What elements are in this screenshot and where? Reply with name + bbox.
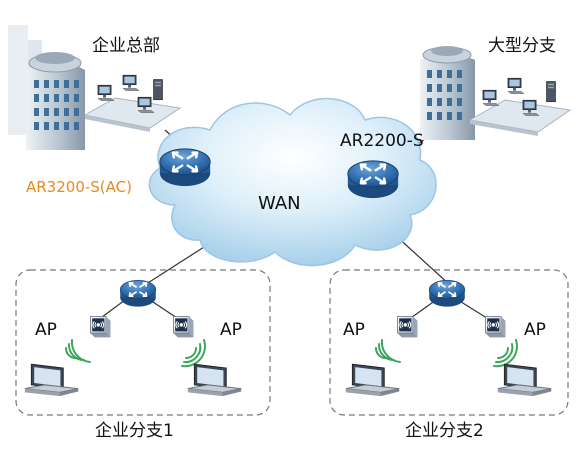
link-wan-branch2: [394, 234, 451, 286]
link-b2-ap-right: [457, 299, 491, 321]
branch1-boundary: [15, 269, 271, 416]
large-branch-label: 大型分支: [488, 36, 556, 56]
branch1-label: 企业分支1: [95, 421, 174, 441]
ap-label: AP: [343, 320, 365, 340]
wifi-signal-icon: [64, 339, 91, 363]
large-branch-building-icon: [420, 46, 475, 140]
access-point-icon: [396, 316, 418, 338]
access-point-icon: [172, 316, 194, 338]
branch1-router-icon: [119, 279, 157, 308]
ap-label: AP: [220, 320, 242, 340]
link-wan-branch1: [139, 239, 216, 289]
wifi-signal-icon: [181, 339, 206, 368]
laptop-icon: [345, 363, 400, 397]
wifi-signal-icon: [493, 339, 518, 368]
laptop-icon: [24, 363, 79, 397]
branch2-boundary: [329, 269, 569, 416]
wifi-signal-icon: [374, 339, 401, 363]
wan-cloud-icon: [148, 97, 437, 267]
branch2-label: 企业分支2: [405, 421, 484, 441]
wan-label: WAN: [258, 193, 301, 214]
branch2-router-icon: [428, 279, 466, 308]
ap-label: AP: [524, 320, 546, 340]
ac-router-icon: [158, 147, 212, 188]
hq-label: 企业总部: [92, 36, 160, 56]
laptop-icon: [497, 363, 552, 397]
branch-router-icon: [346, 159, 400, 200]
large-branch-lan-computers-icon: [468, 77, 572, 136]
hq-building-icon: [8, 25, 85, 150]
ap-label: AP: [35, 320, 57, 340]
ac-router-label: AR3200-S(AC): [26, 178, 132, 196]
access-point-icon: [484, 316, 506, 338]
hq-lan-computers-icon: [83, 74, 182, 132]
branch-router-label: AR2200-S: [340, 131, 424, 151]
laptop-icon: [187, 363, 242, 397]
access-point-icon: [89, 316, 111, 338]
